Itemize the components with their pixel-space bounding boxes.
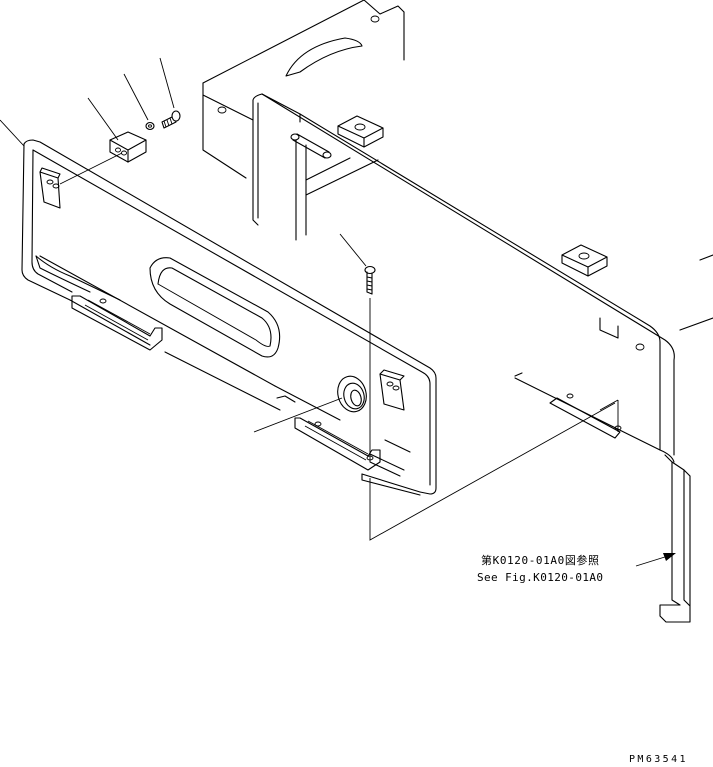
chassis-frame <box>202 0 713 331</box>
drawing-number: PM63541 <box>629 754 688 765</box>
pin <box>290 133 332 159</box>
bracket-plate <box>109 131 147 163</box>
screw <box>364 265 376 295</box>
square-nut-1 <box>337 115 384 148</box>
washer <box>145 121 155 131</box>
front-cover-panel <box>21 139 437 496</box>
square-nut-2 <box>561 244 608 277</box>
reference-note-english: See Fig.K0120-01A0 <box>477 571 604 584</box>
bolt <box>161 110 181 129</box>
reference-note-japanese: 第K0120-01A0図参照 <box>481 554 600 567</box>
reference-arrow <box>635 553 676 567</box>
assembly-lines <box>0 57 616 541</box>
side-plate <box>252 93 691 623</box>
